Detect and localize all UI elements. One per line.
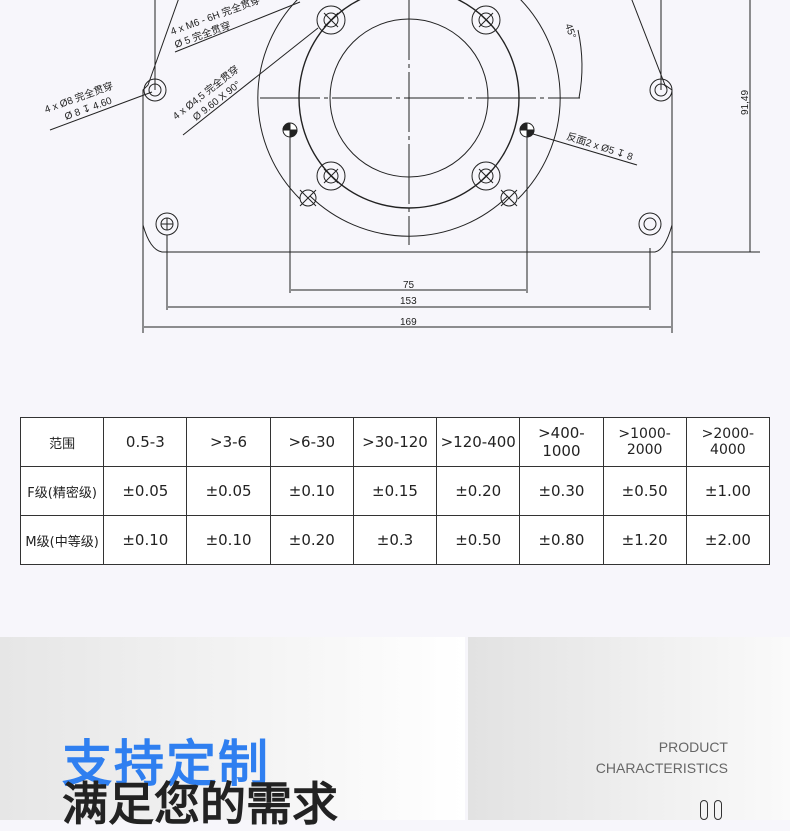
table-cell: ±0.05 xyxy=(186,466,271,516)
table-cell: F级(精密级) xyxy=(19,466,105,516)
banner-right-panel xyxy=(468,637,790,820)
banner-title: 支持定制 xyxy=(62,735,270,793)
decorative-mark-icon xyxy=(700,800,728,820)
table-row: 范围 0.5-3 >3-6 >6-30 >30-120 >120-400 >40… xyxy=(19,417,771,467)
product-label-line2: CHARACTERISTICS xyxy=(595,760,728,776)
bolt-holes xyxy=(299,5,518,207)
table-cell: >30-120 xyxy=(352,417,438,467)
dim-169: 169 xyxy=(400,317,417,328)
table-cell: M级(中等级) xyxy=(19,515,105,565)
table-cell: 0.5-3 xyxy=(103,417,188,467)
table-cell: ±0.3 xyxy=(352,515,438,565)
dim-153: 153 xyxy=(400,296,417,307)
table-cell: >400-1000 xyxy=(519,417,604,467)
table-cell: ±0.20 xyxy=(269,515,354,565)
table-row: F级(精密级) ±0.05 ±0.05 ±0.10 ±0.15 ±0.20 ±0… xyxy=(19,466,771,516)
table-cell: ±1.20 xyxy=(602,515,687,565)
table-cell: 范围 xyxy=(19,417,105,467)
table-cell: >1000-2000 xyxy=(602,417,687,467)
table-cell: >2000-4000 xyxy=(685,417,771,467)
table-cell: ±0.15 xyxy=(352,466,438,516)
table-cell: ±1.00 xyxy=(685,466,771,516)
table-cell: ±0.10 xyxy=(103,515,188,565)
table-cell: ±0.20 xyxy=(436,466,521,516)
tolerance-table: 范围 0.5-3 >3-6 >6-30 >30-120 >120-400 >40… xyxy=(19,417,771,565)
banner-left-panel xyxy=(0,637,465,820)
dim-height: 91,49 xyxy=(740,90,751,115)
table-cell: ±0.05 xyxy=(103,466,188,516)
table-cell: ±0.10 xyxy=(186,515,271,565)
table-cell: ±0.80 xyxy=(519,515,604,565)
table-cell: ±0.10 xyxy=(269,466,354,516)
table-cell: >120-400 xyxy=(436,417,521,467)
table-row: M级(中等级) ±0.10 ±0.10 ±0.20 ±0.3 ±0.50 ±0.… xyxy=(19,515,771,565)
customization-banner: 支持定制 满足您的需求 PRODUCT CHARACTERISTICS xyxy=(0,637,790,831)
table-cell: ±0.50 xyxy=(436,515,521,565)
technical-drawing: 4 x M6 - 6H 完全贯穿 Ø 5 完全贯穿 4 x Ø8 完全贯穿 Ø … xyxy=(43,0,760,333)
table-cell: ±0.30 xyxy=(519,466,604,516)
product-label-line1: PRODUCT xyxy=(658,739,728,755)
plate-outline xyxy=(142,0,673,253)
table-cell: >6-30 xyxy=(269,417,354,467)
table-cell: >3-6 xyxy=(186,417,271,467)
angle-label: 45° xyxy=(562,22,578,40)
dim-75: 75 xyxy=(403,280,415,291)
banner-subtitle: 满足您的需求 xyxy=(62,777,338,831)
table-cell: ±2.00 xyxy=(685,515,771,565)
table-cell: ±0.50 xyxy=(602,466,687,516)
